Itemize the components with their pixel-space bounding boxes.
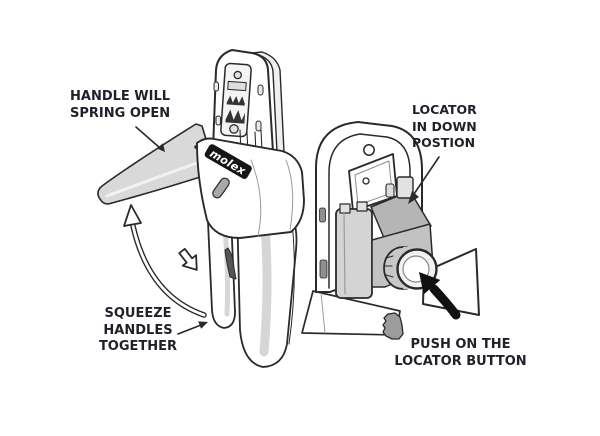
upper-handle	[97, 123, 217, 205]
locator-closeup-illustration	[301, 121, 480, 340]
head-frame-inner	[328, 133, 411, 289]
push-locator-button-label: PUSH ON THE LOCATOR BUTTON	[394, 337, 527, 369]
locator-clip-small	[385, 183, 395, 198]
tool-base	[301, 290, 401, 336]
upper-handle-highlight	[105, 158, 207, 198]
body-latch	[212, 177, 230, 199]
head-rails	[239, 129, 263, 156]
locator-clip	[396, 176, 414, 199]
crimp-die-plate	[220, 62, 252, 138]
frame-slot	[319, 207, 326, 223]
thumb	[382, 312, 404, 340]
locator-block-tab	[356, 201, 368, 212]
tool-head	[212, 49, 285, 156]
locator-block-edge	[343, 212, 346, 295]
head-notch	[215, 115, 221, 126]
head-notch	[255, 120, 262, 132]
die-teeth-lower	[225, 109, 246, 124]
squeeze-direction-arrow	[178, 247, 198, 271]
squeeze-handles-label: SQUEEZE HANDLES TOGETHER	[98, 306, 178, 354]
locator-left-block	[335, 208, 373, 299]
frame-slot	[319, 259, 328, 279]
button-ribs	[384, 255, 394, 278]
pivot-pin	[194, 145, 198, 149]
squeeze-label-pointer	[177, 321, 208, 335]
base-seam	[320, 292, 326, 334]
body-seam	[250, 159, 262, 237]
fixed-handle-contour	[288, 221, 295, 345]
frame-hole	[363, 144, 375, 156]
handle-latch	[224, 247, 237, 280]
die-teeth-upper	[226, 95, 245, 106]
handle-spring-open-label: HANDLE WILL SPRING OPEN	[70, 89, 171, 121]
locator-label-pointer	[408, 156, 440, 204]
locator-block-tab	[339, 203, 351, 214]
spring-arc-arrow	[123, 204, 207, 318]
body-seam	[285, 159, 294, 231]
locator-down-position-label: LOCATOR IN DOWN POSTION	[412, 102, 477, 150]
crimp-tool-open-illustration: molex	[97, 49, 305, 368]
head-notch	[257, 84, 264, 96]
head-notch	[213, 81, 219, 92]
handle-label-pointer	[135, 126, 165, 152]
push-arrow	[419, 272, 461, 320]
